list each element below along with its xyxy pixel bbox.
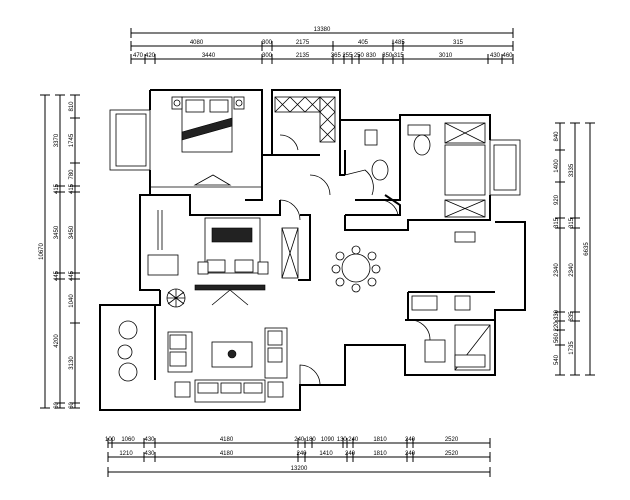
dimension-label: 240 (405, 437, 416, 443)
dimension-label: 300 (262, 53, 273, 59)
dimension-label: 1060 (121, 437, 135, 443)
dimension-label: 300 (262, 40, 273, 46)
dimension-label: 100 (105, 437, 116, 443)
dimension-label: 430 (144, 437, 155, 443)
overall-dimension-label: 6635 (584, 242, 590, 256)
dimension-label: 315 (569, 217, 575, 228)
furniture (117, 96, 491, 403)
dimension-label: 1400 (554, 159, 560, 173)
dimension-label: 315 (453, 40, 464, 46)
dimension-label: 365 (331, 53, 342, 59)
dimension-label: 2340 (554, 263, 560, 277)
dimension-label: 430 (144, 451, 155, 457)
dimension-label: 415 (69, 183, 75, 194)
dimension-label: 470 (133, 53, 144, 59)
dimension-label: 240 (405, 451, 416, 457)
dimension-label: 420 (145, 53, 156, 59)
dimension-label: 405 (358, 40, 369, 46)
dimension-label: 2175 (296, 40, 310, 46)
dimension-label: 830 (366, 53, 377, 59)
walls (99, 89, 526, 411)
dimension-label: 60 (54, 402, 60, 409)
dimension-label: 180 (306, 437, 317, 443)
dimension-label: 220 (554, 321, 560, 332)
dimension-label: 2520 (445, 437, 459, 443)
dimension-label: 3450 (54, 225, 60, 239)
dimension-label: 445 (54, 270, 60, 281)
dimension-label: 250 (354, 53, 365, 59)
dimension-label: 1040 (69, 294, 75, 308)
dimension-label: 4080 (190, 40, 204, 46)
dimension-label: 1810 (373, 451, 387, 457)
dimension-label: 1090 (321, 437, 335, 443)
dimension-label: 60 (69, 402, 75, 409)
dimension-label: 315 (394, 53, 405, 59)
dimension-label: 335 (569, 311, 575, 322)
dimension-label: 4180 (220, 451, 234, 457)
dimension-label: 780 (69, 169, 75, 180)
dimension-label: 1410 (319, 451, 333, 457)
dimension-label: 240 (348, 437, 359, 443)
dimension-label: 240 (296, 451, 307, 457)
dimension-label: 3440 (202, 53, 216, 59)
dimension-label: 4200 (54, 334, 60, 348)
dining-table (341, 253, 371, 283)
dimension-label: 2135 (296, 53, 310, 59)
dimension-label: 4180 (220, 437, 234, 443)
dimension-label: 560 (554, 332, 560, 343)
dimension-label: 240 (294, 437, 305, 443)
overall-dimension-label: 13380 (314, 27, 331, 33)
dimension-label: 350 (382, 53, 393, 59)
dimension-label: 330 (554, 309, 560, 320)
dimension-label: 1210 (119, 451, 133, 457)
dimension-label: 445 (69, 270, 75, 281)
dimension-label: 460 (502, 53, 513, 59)
dimension-label: 430 (490, 53, 501, 59)
dimension-label: 3010 (439, 53, 453, 59)
overall-dimension-label: 10670 (39, 242, 45, 259)
dimension-label: 3370 (54, 133, 60, 147)
dimension-label: 840 (554, 131, 560, 142)
dimension-label: 3450 (69, 225, 75, 239)
dimension-label: 130 (337, 437, 348, 443)
overall-dimension-label: 13200 (291, 466, 308, 472)
dimension-label: 540 (554, 354, 560, 365)
dimension-label: 415 (54, 183, 60, 194)
dimension-label: 2520 (445, 451, 459, 457)
dimension-label: 1810 (373, 437, 387, 443)
dimension-label: 1735 (569, 341, 575, 355)
dimension-label: 315 (554, 217, 560, 228)
dimension-label: 2340 (569, 263, 575, 277)
dimension-label: 240 (345, 451, 356, 457)
dimension-label: 1485 (391, 40, 405, 46)
dimension-label: 3335 (569, 163, 575, 177)
dimension-label: 255 (342, 53, 353, 59)
dimension-label: 810 (69, 101, 75, 112)
dimension-label: 920 (554, 194, 560, 205)
dimension-label: 3130 (69, 356, 75, 370)
dimension-label: 1745 (69, 133, 75, 147)
